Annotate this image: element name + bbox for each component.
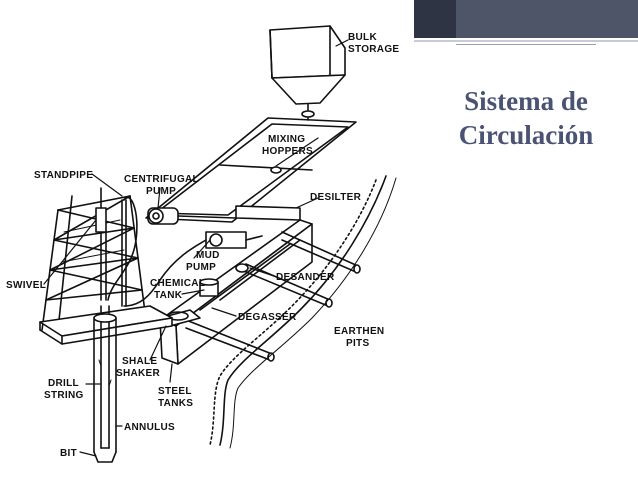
label-chemical-tank-2: TANK xyxy=(154,290,183,301)
earthen-pits xyxy=(209,175,397,449)
header-rule-secondary xyxy=(456,44,596,45)
slide-title: Sistema de Circulación xyxy=(420,84,632,152)
label-mud-pump-1: MUD xyxy=(196,250,220,261)
label-drill-string-2: STRING xyxy=(44,390,84,401)
centrifugal-pump xyxy=(147,207,237,225)
desilter-discharge-pipe xyxy=(281,231,361,274)
label-mud-pump-2: PUMP xyxy=(186,262,216,273)
header-band-accent xyxy=(414,0,456,38)
label-shale-shaker-1: SHALE xyxy=(122,356,157,367)
label-earthen-pits-1: EARTHEN xyxy=(334,326,384,337)
label-steel-tanks-1: STEEL xyxy=(158,386,192,397)
label-annulus: ANNULUS xyxy=(124,422,175,433)
swivel xyxy=(95,187,107,301)
label-drill-string-1: DRILL xyxy=(48,378,79,389)
label-desilter: DESILTER xyxy=(310,192,362,203)
label-leader-lines xyxy=(43,39,349,457)
label-mixing-hoppers-2: HOPPERS xyxy=(262,146,313,157)
wellbore xyxy=(93,305,117,463)
standpipe xyxy=(107,196,207,307)
label-bit: BIT xyxy=(60,448,77,459)
circulation-system-diagram: BULK STORAGE MIXING HOPPERS STANDPIPE CE… xyxy=(6,25,399,463)
label-bulk-storage-1: BULK xyxy=(348,32,377,43)
label-chemical-tank-1: CHEMICAL xyxy=(150,278,205,289)
mud-pump xyxy=(205,231,263,249)
label-earthen-pits-2: PITS xyxy=(346,338,369,349)
chemical-tank xyxy=(199,278,219,297)
label-steel-tanks-2: TANKS xyxy=(158,398,193,409)
label-shale-shaker-2: SHAKER xyxy=(116,368,161,379)
label-swivel: SWIVEL xyxy=(6,280,46,291)
label-standpipe: STANDPIPE xyxy=(34,170,93,181)
slide-title-line1: Sistema de xyxy=(464,86,588,116)
drilling-derrick xyxy=(41,195,147,331)
label-centrifugal-pump-1: CENTRIFUGAL xyxy=(124,174,199,185)
label-desander: DESANDER xyxy=(276,272,335,283)
slide-title-line2: Circulación xyxy=(458,120,594,150)
mixing-hoppers-deck xyxy=(145,117,357,223)
label-degasser: DEGASSER xyxy=(238,312,297,323)
bulk-storage-silo xyxy=(269,25,346,121)
header-rule xyxy=(414,40,638,42)
label-mixing-hoppers-1: MIXING xyxy=(268,134,305,145)
label-centrifugal-pump-2: PUMP xyxy=(146,186,176,197)
label-bulk-storage-2: STORAGE xyxy=(348,44,399,55)
